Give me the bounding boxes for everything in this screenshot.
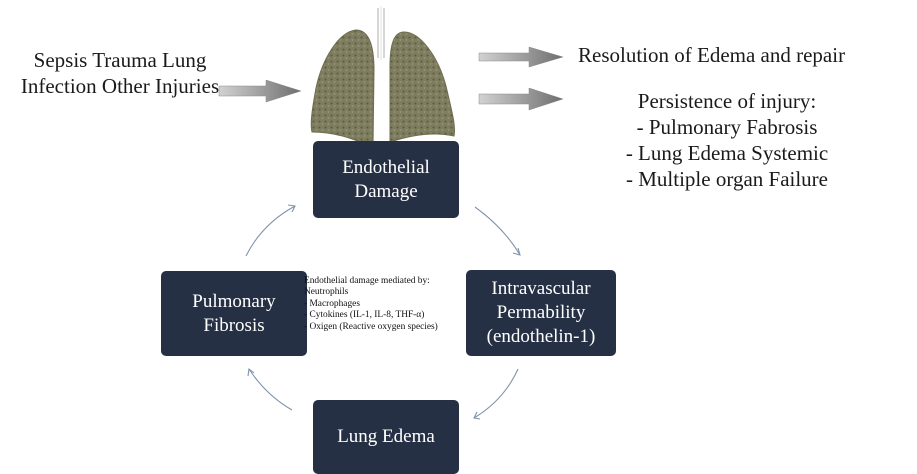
box-label: Fibrosis	[203, 314, 265, 336]
persistence-item: - Lung Edema Systemic	[625, 141, 829, 165]
box-label: Damage	[354, 180, 418, 202]
cycle-arrow-endothelial-to-intravascular	[474, 206, 521, 256]
mediator-item: - Oxigen (Reactive oxygen species)	[304, 321, 438, 332]
box-label: Lung Edema	[337, 426, 435, 447]
arrow-to-persistence	[478, 87, 564, 111]
persistence-item: - Pulmonary Fabrosis	[636, 115, 818, 139]
mediator-item: Neutrophils	[304, 287, 349, 298]
lung-edema-box: Lung Edema	[313, 400, 459, 474]
cycle-arrow-edema-to-fibrosis	[248, 368, 293, 411]
persistence-block: Persistence of injury: - Pulmonary Fabro…	[582, 88, 872, 192]
mediator-item: - Macrophages	[304, 298, 360, 309]
arrow-causes-to-lungs	[218, 79, 302, 103]
box-label: Intravascular	[491, 278, 591, 299]
box-label: Pulmonary	[192, 290, 276, 312]
causes-label: Sepsis Trauma Lung Infection Other Injur…	[20, 48, 220, 98]
mediator-item: - Cytokines (IL-1, IL-8, THF-α)	[304, 310, 425, 321]
left-lung	[310, 29, 375, 149]
trachea	[377, 6, 385, 60]
pulmonary-fibrosis-box: Pulmonary Fibrosis	[161, 271, 307, 356]
persistence-title: Persistence of injury:	[637, 89, 817, 113]
box-label: Permability	[496, 302, 586, 323]
mediators-heading: Endothelial damage mediated by:	[304, 276, 430, 286]
box-label: (endothelin-1)	[486, 326, 596, 347]
mediators-list: Endothelial damage mediated by: Neutroph…	[304, 276, 471, 333]
box-label: Endothelial	[342, 156, 430, 178]
intravascular-permeability-box: Intravascular Permability (endothelin-1)	[466, 270, 616, 356]
cycle-arrow-intravascular-to-edema	[473, 368, 519, 419]
cycle-arrow-fibrosis-to-endothelial	[245, 205, 296, 257]
endothelial-damage-box: Endothelial Damage	[313, 141, 459, 218]
cycle-arrowheads	[247, 204, 521, 420]
right-lung	[389, 31, 455, 143]
persistence-item: - Multiple organ Failure	[626, 167, 828, 191]
resolution-label: Resolution of Edema and repair	[578, 43, 846, 67]
arrow-to-resolution	[478, 46, 564, 68]
